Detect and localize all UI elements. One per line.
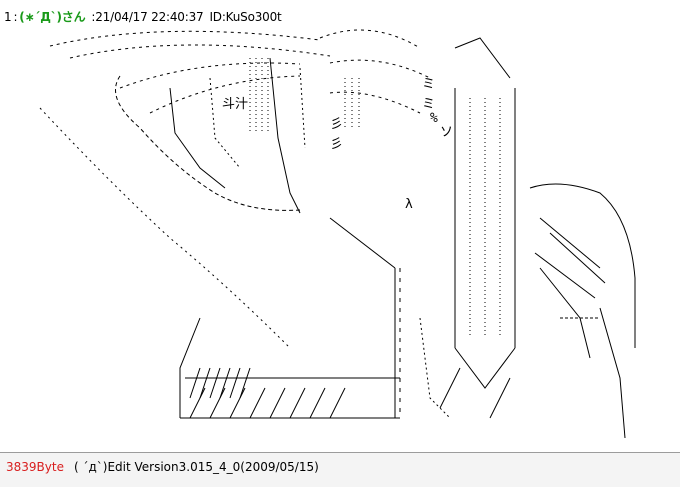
footer-divider [0,452,680,453]
art-glyph-7: λ [405,197,413,212]
art-glyph-5: % [430,111,438,126]
hand [529,183,636,439]
body-left [39,107,400,419]
staff [439,37,516,419]
post-separator: : [13,10,18,24]
status-bar [0,453,680,487]
poster-name: (∗´Д`)さん [19,10,86,24]
torso-lines [329,217,451,419]
editor-face: ( ´д`) [73,460,108,474]
editor-version: Edit Version3.015_4_0(2009/05/15) [107,460,319,474]
art-glyph-2: ミ [422,97,435,112]
face-outline [115,57,306,214]
ascii-art: 斗汁 ミ ミ 彡 彡 % ソ λ [0,18,680,448]
ascii-art-figure: 斗汁 ミ ミ 彡 彡 % ソ λ [39,29,636,439]
post-number[interactable]: 1 [4,10,12,24]
post-id[interactable]: ID:KuSo300t [209,10,282,24]
eye-hatching [249,58,360,133]
art-glyph-6: ソ [440,125,453,140]
skirt-hatching [189,367,346,419]
art-glyph-1: ミ [422,77,435,92]
hair-strokes [49,29,431,114]
post-header: 1 : (∗´Д`)さん :21/04/17 22:40:37 ID:KuSo3… [4,8,282,24]
status-line: 3839Byte ( ´д`) Edit Version3.015_4_0(20… [6,460,319,474]
byte-count: 3839Byte [6,460,64,474]
post-date: :21/04/17 22:40:37 [91,10,204,24]
art-glyphs: 斗汁 ミ ミ 彡 彡 % ソ λ [222,77,453,212]
art-glyph-4: 彡 [330,137,343,152]
art-kanji: 斗汁 [222,97,248,112]
art-glyph-3: 彡 [330,117,343,132]
